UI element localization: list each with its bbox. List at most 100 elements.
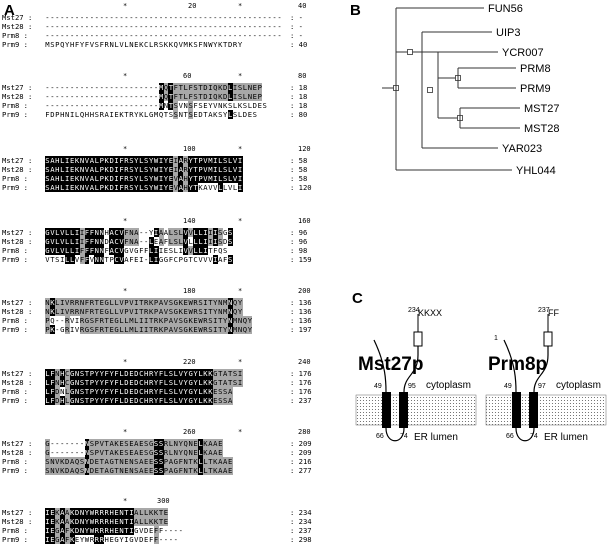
alignment-row: Mst27 :NKLIVRRNFRTEGLLVPVITRKPAVSGKEWRSI… bbox=[0, 298, 330, 307]
sequence-residues: LFDHLGNSTPYYFYFLDEDCHRYFLSLVYGYLKKESSA bbox=[45, 396, 233, 405]
sequence-name: Prm8 : bbox=[2, 387, 28, 396]
alignment-row: Mst27 :IEKAAKDNYWRRRHENTIALLKKTE: 234 bbox=[0, 508, 330, 517]
alignment-ruler: *100*120 bbox=[0, 145, 330, 155]
sequence-end-number: : 176 bbox=[290, 378, 312, 387]
sequence-residues: SAHLIEKNVALPKDIFRSYLSYWIYEVAHYTPVMILSLVI bbox=[45, 174, 243, 183]
sequence-name: Prm9 : bbox=[2, 40, 28, 49]
sequence-residues: PK-GRIVRGSFRTEGLLMLIITRKPAVSGKEWRSITYNMN… bbox=[45, 325, 253, 334]
alignment-row: Prm8 :LFDNLGNSTPYYFYFLDEDCHRYFLSLVYGYLKK… bbox=[0, 387, 330, 396]
tree-leaf-label: PRM8 bbox=[520, 63, 551, 75]
panel-label-a: A bbox=[4, 2, 15, 19]
sequence-residues: -----------------------MQTFTLFSTDIQKDLIS… bbox=[45, 83, 263, 92]
ruler-tick: * bbox=[238, 72, 243, 80]
sequence-residues: GVLVLLIIFFNNDACVFNA--LEAFLSLVLLLIIISDS bbox=[45, 237, 233, 246]
sequence-name: Prm9 : bbox=[2, 396, 28, 405]
sequence-end-number: : - bbox=[290, 31, 303, 40]
sequence-name: Mst27 : bbox=[2, 228, 33, 237]
sequence-residues: VTSILLVFFVNNTPCVAFEI-LIGGFCPGTCVVVIAFS bbox=[45, 255, 233, 264]
sequence-end-number: : 136 bbox=[290, 298, 312, 307]
sequence-end-number: : 58 bbox=[290, 174, 308, 183]
c-terminal-motif: FF bbox=[548, 308, 559, 318]
ruler-tick: 240 bbox=[298, 358, 311, 366]
ruler-tick: 140 bbox=[183, 217, 196, 225]
sequence-residues: G-------NSPVTAKESEAESGSSRLNYQNELKAAE bbox=[45, 439, 223, 448]
tree-leaf-label: MST28 bbox=[524, 123, 559, 135]
ruler-tick: 260 bbox=[183, 428, 196, 436]
ruler-tick: * bbox=[238, 358, 243, 366]
sequence-residues: IEKAAKDNYWRRRHENTIALLKKTE bbox=[45, 508, 169, 517]
ruler-tick: 100 bbox=[183, 145, 196, 153]
lumenal-loop bbox=[385, 427, 405, 442]
alignment-row: Mst28 : LFNHCGNSTPYYFYFLDEDCHRYFLSLVYGYLK… bbox=[0, 378, 330, 387]
ruler-tick: 60 bbox=[183, 72, 192, 80]
tree-leaf-label: UIP3 bbox=[496, 27, 520, 39]
sequence-end-number: : 120 bbox=[290, 183, 312, 192]
ruler-tick: * bbox=[238, 217, 243, 225]
tm-number: 49 bbox=[504, 383, 512, 390]
ruler-tick: * bbox=[238, 287, 243, 295]
alignment-row: Prm9 :PK-GRIVRGSFRTEGLLMLIITRKPAVSGKEWRS… bbox=[0, 325, 330, 334]
tree-leaf-label: FUN56 bbox=[488, 3, 523, 15]
sequence-end-number: : 96 bbox=[290, 228, 308, 237]
sequence-name: Mst27 : bbox=[2, 156, 33, 165]
tree-leaf-label: YCR007 bbox=[502, 47, 544, 59]
sequence-name: Prm9 : bbox=[2, 110, 28, 119]
tree-leaf-label: MST27 bbox=[524, 103, 559, 115]
sequence-residues: ----------------------------------------… bbox=[45, 31, 282, 40]
sequence-end-number: : 234 bbox=[290, 517, 312, 526]
sequence-end-number: : 58 bbox=[290, 165, 308, 174]
sequence-residues: LFNHCGNSTPYYFYFLDEDCHRYFLSLVYGYLKKGTATSI bbox=[45, 378, 243, 387]
sequence-name: Mst27 : bbox=[2, 13, 33, 22]
c-terminal-box bbox=[543, 331, 553, 347]
sequence-end-number: : 209 bbox=[290, 448, 312, 457]
alignment-row: Prm9 : SAHLIEKNVALPKDIFRSYLSYWIYEVAHYTKAV… bbox=[0, 183, 330, 192]
c-terminal-number: 237 bbox=[538, 307, 550, 314]
tree-leaf-label: PRM9 bbox=[520, 83, 551, 95]
sequence-end-number: : 18 bbox=[290, 83, 308, 92]
sequence-end-number: : 237 bbox=[290, 396, 312, 405]
alignment-row: Prm9 : MSPQYHFYFVSFRNLVLNEKCLRSKKQVMKSFNW… bbox=[0, 40, 330, 49]
sequence-residues: PQ--RVIRGSFRTEGLLMLIITRKPAVSGKEWRSITYNMN… bbox=[45, 316, 253, 325]
alignment-row: Mst28 :GVLVLLIIFFNNDACVFNA--LEAFLSLVLLLI… bbox=[0, 237, 330, 246]
ruler-tick: * bbox=[238, 145, 243, 153]
sequence-residues: SAHLIEKNVALPKDIFRSYLSYWIYEVAHYTKAVVLLVLI bbox=[45, 183, 243, 192]
sequence-residues: IEGAFKDNYWRRRHENTIGVDEFF---- bbox=[45, 526, 183, 535]
ruler-tick: 160 bbox=[298, 217, 311, 225]
sequence-end-number: : 96 bbox=[290, 237, 308, 246]
alignment-row: Prm8 :SAHLIEKNVALPKDIFRSYLSYWIYEVAHYTPVM… bbox=[0, 174, 330, 183]
sequence-name: Mst28 : bbox=[2, 165, 33, 174]
sequence-residues: IEKAAKDNYWRRRHENTIALLKKTE bbox=[45, 517, 169, 526]
alignment-row: Mst28 :G-------NSPVTAKESEAESGSSRLNYQNELK… bbox=[0, 448, 330, 457]
lumen-label: ER lumen bbox=[544, 432, 588, 443]
sequence-residues: SAHLIEKNVALPKDIFRSYLSYWIYEIARYTPVMILSLVI bbox=[45, 156, 243, 165]
alignment-row: Prm9 :IEGAFKEYWRRRHEGYIGVDEFF----: 298 bbox=[0, 535, 330, 544]
tm-number: 74 bbox=[530, 433, 538, 440]
sequence-name: Mst27 : bbox=[2, 83, 33, 92]
alignment-ruler: *220*240 bbox=[0, 358, 330, 368]
alignment-row: Prm8 :-----------------------MNTSVNSFSEY… bbox=[0, 101, 330, 110]
sequence-name: Mst28 : bbox=[2, 448, 33, 457]
sequence-end-number: : 80 bbox=[290, 110, 308, 119]
sequence-name: Mst28 : bbox=[2, 378, 33, 387]
protein-title: Prm8p bbox=[488, 354, 547, 375]
alignment-row: Mst27 :LFNHCGNSTPYYFYFLDEDCHRYFLSLVYGYLK… bbox=[0, 369, 330, 378]
ruler-tick: 120 bbox=[298, 145, 311, 153]
phylogenetic-tree: FUN56UIP3YCR007PRM8PRM9MST27MST28YAR023Y… bbox=[382, 3, 559, 177]
transmembrane-helix bbox=[529, 392, 538, 428]
alignment-row: Prm8 :IEGAFKDNYWRRRHENTIGVDEFF----: 237 bbox=[0, 526, 330, 535]
sequence-end-number: : 277 bbox=[290, 466, 312, 475]
alignment-row: Mst27 :G-------NSPVTAKESEAESGSSRLNYQNELK… bbox=[0, 439, 330, 448]
ruler-tick: * bbox=[238, 2, 243, 10]
ruler-tick: * bbox=[123, 72, 128, 80]
cytoplasmic-tail bbox=[533, 354, 549, 393]
alignment-row: Prm9 :VTSILLVFFVNNTPCVAFEI-LIGGFCPGTCVVV… bbox=[0, 255, 330, 264]
sequence-name: Prm9 : bbox=[2, 183, 28, 192]
ruler-tick: * bbox=[123, 428, 128, 436]
ruler-tick: 200 bbox=[298, 287, 311, 295]
sequence-residues: MSPQYHFYFVSFRNLVLNEKCLRSKKQVMKSFNWYKTDRY bbox=[45, 40, 243, 49]
c-terminal-box bbox=[413, 331, 423, 347]
tree-node bbox=[427, 87, 433, 93]
transmembrane-helix bbox=[382, 392, 391, 428]
alignment-row: Mst27 : SAHLIEKNVALPKDIFRSYLSYWIYEIARYTPV… bbox=[0, 156, 330, 165]
